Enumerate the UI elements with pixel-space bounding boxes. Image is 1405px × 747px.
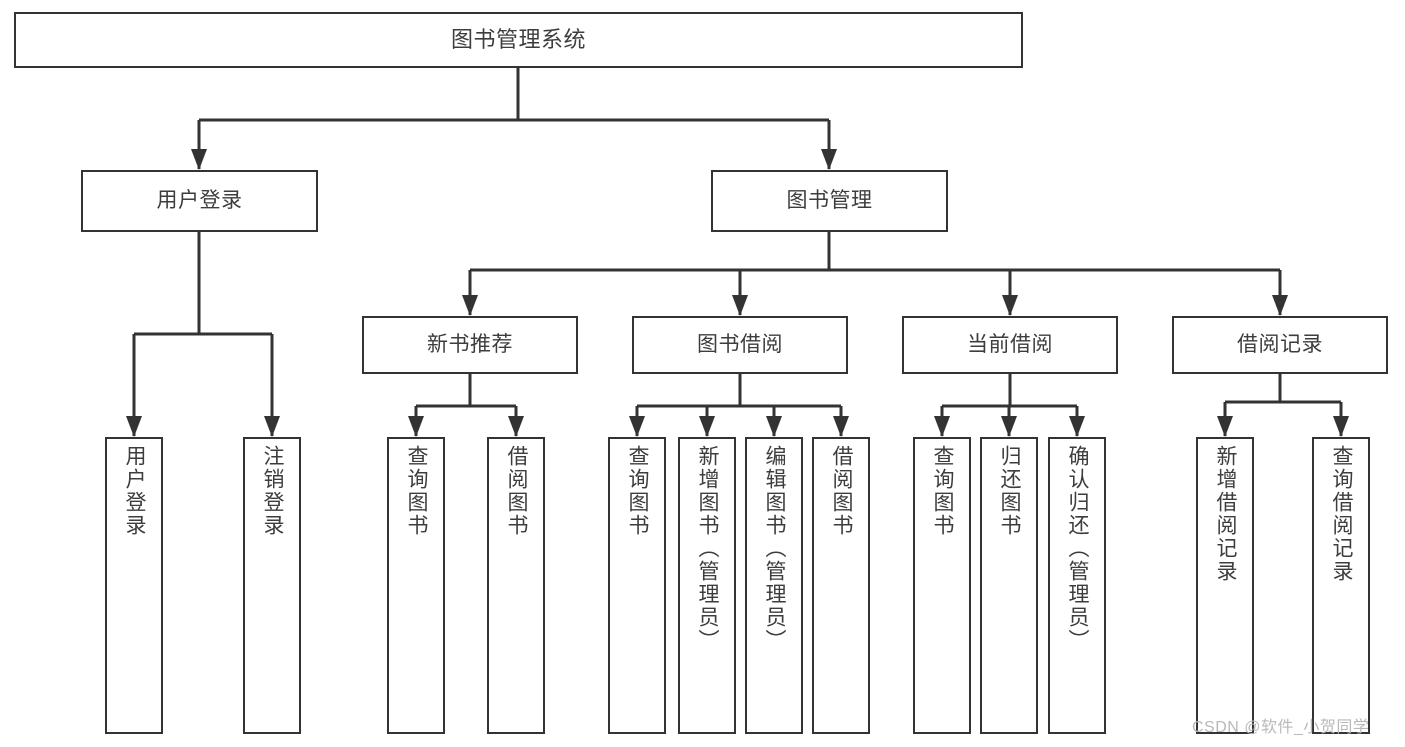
node-label: 查询图书	[931, 445, 955, 537]
node-label: 编辑图书（管理员）	[763, 445, 787, 652]
node-label: 用户登录	[156, 188, 243, 212]
node-label: 图书借阅	[697, 332, 783, 356]
connector-arrowhead	[508, 416, 524, 437]
node-leaf-query-book-current[interactable]: 查询图书	[913, 437, 971, 734]
node-label: 注销登录	[261, 445, 285, 537]
connector-arrowhead	[699, 416, 715, 437]
node-borrow-record[interactable]: 借阅记录	[1172, 316, 1388, 374]
node-label: 图书管理	[786, 188, 873, 212]
node-label: 借阅记录	[1237, 332, 1323, 356]
node-label: 查询借阅记录	[1330, 445, 1354, 583]
node-leaf-borrow-book[interactable]: 借阅图书	[812, 437, 870, 734]
connector-arrowhead	[1069, 416, 1085, 437]
node-label: 当前借阅	[967, 332, 1053, 356]
csdn-watermark: CSDN @软件_小贺同学	[1192, 719, 1370, 736]
node-leaf-borrow-book-recommend[interactable]: 借阅图书	[487, 437, 545, 734]
connector-arrowhead	[408, 416, 424, 437]
node-leaf-query-book-recommend[interactable]: 查询图书	[387, 437, 445, 734]
connector-arrowhead	[629, 416, 645, 437]
node-new-book-recommend[interactable]: 新书推荐	[362, 316, 578, 374]
node-leaf-add-book-admin[interactable]: 新增图书（管理员）	[678, 437, 736, 734]
node-label: 归还图书	[998, 445, 1022, 537]
connector-arrowhead	[1217, 416, 1233, 437]
node-label: 确认归还（管理员）	[1066, 445, 1090, 652]
node-label: 新书推荐	[427, 332, 513, 356]
connector-arrowhead	[766, 416, 782, 437]
connector-arrowhead	[1001, 416, 1017, 437]
node-current-borrow[interactable]: 当前借阅	[902, 316, 1118, 374]
node-book-borrow[interactable]: 图书借阅	[632, 316, 848, 374]
node-leaf-user-login[interactable]: 用户登录	[105, 437, 163, 734]
node-label: 查询图书	[626, 445, 650, 537]
node-leaf-add-borrow-record[interactable]: 新增借阅记录	[1196, 437, 1254, 734]
connector-arrowhead	[732, 295, 748, 316]
connector-arrowhead	[833, 416, 849, 437]
node-label: 借阅图书	[830, 445, 854, 537]
connector-arrowhead	[1272, 295, 1288, 316]
node-leaf-query-book-borrow[interactable]: 查询图书	[608, 437, 666, 734]
connector-arrowhead	[1002, 295, 1018, 316]
connector-arrowhead	[191, 149, 207, 170]
node-book-management[interactable]: 图书管理	[711, 170, 948, 232]
node-leaf-edit-book-admin[interactable]: 编辑图书（管理员）	[745, 437, 803, 734]
connector-arrowhead	[934, 416, 950, 437]
node-label: 新增图书（管理员）	[696, 445, 720, 652]
node-leaf-query-borrow-record[interactable]: 查询借阅记录	[1312, 437, 1370, 734]
node-root[interactable]: 图书管理系统	[14, 12, 1023, 68]
connector-arrowhead	[126, 416, 142, 437]
node-label: 用户登录	[123, 445, 147, 537]
node-user-login[interactable]: 用户登录	[81, 170, 318, 232]
connector-arrowhead	[462, 295, 478, 316]
node-leaf-logout[interactable]: 注销登录	[243, 437, 301, 734]
node-leaf-confirm-return-admin[interactable]: 确认归还（管理员）	[1048, 437, 1106, 734]
node-label: 新增借阅记录	[1214, 445, 1238, 583]
connector-arrowhead	[821, 149, 837, 170]
node-label: 查询图书	[405, 445, 429, 537]
connector-arrowhead	[1333, 416, 1349, 437]
connector-arrowhead	[264, 416, 280, 437]
node-label: 图书管理系统	[450, 27, 586, 53]
node-label: 借阅图书	[505, 445, 529, 537]
node-leaf-return-book[interactable]: 归还图书	[980, 437, 1038, 734]
